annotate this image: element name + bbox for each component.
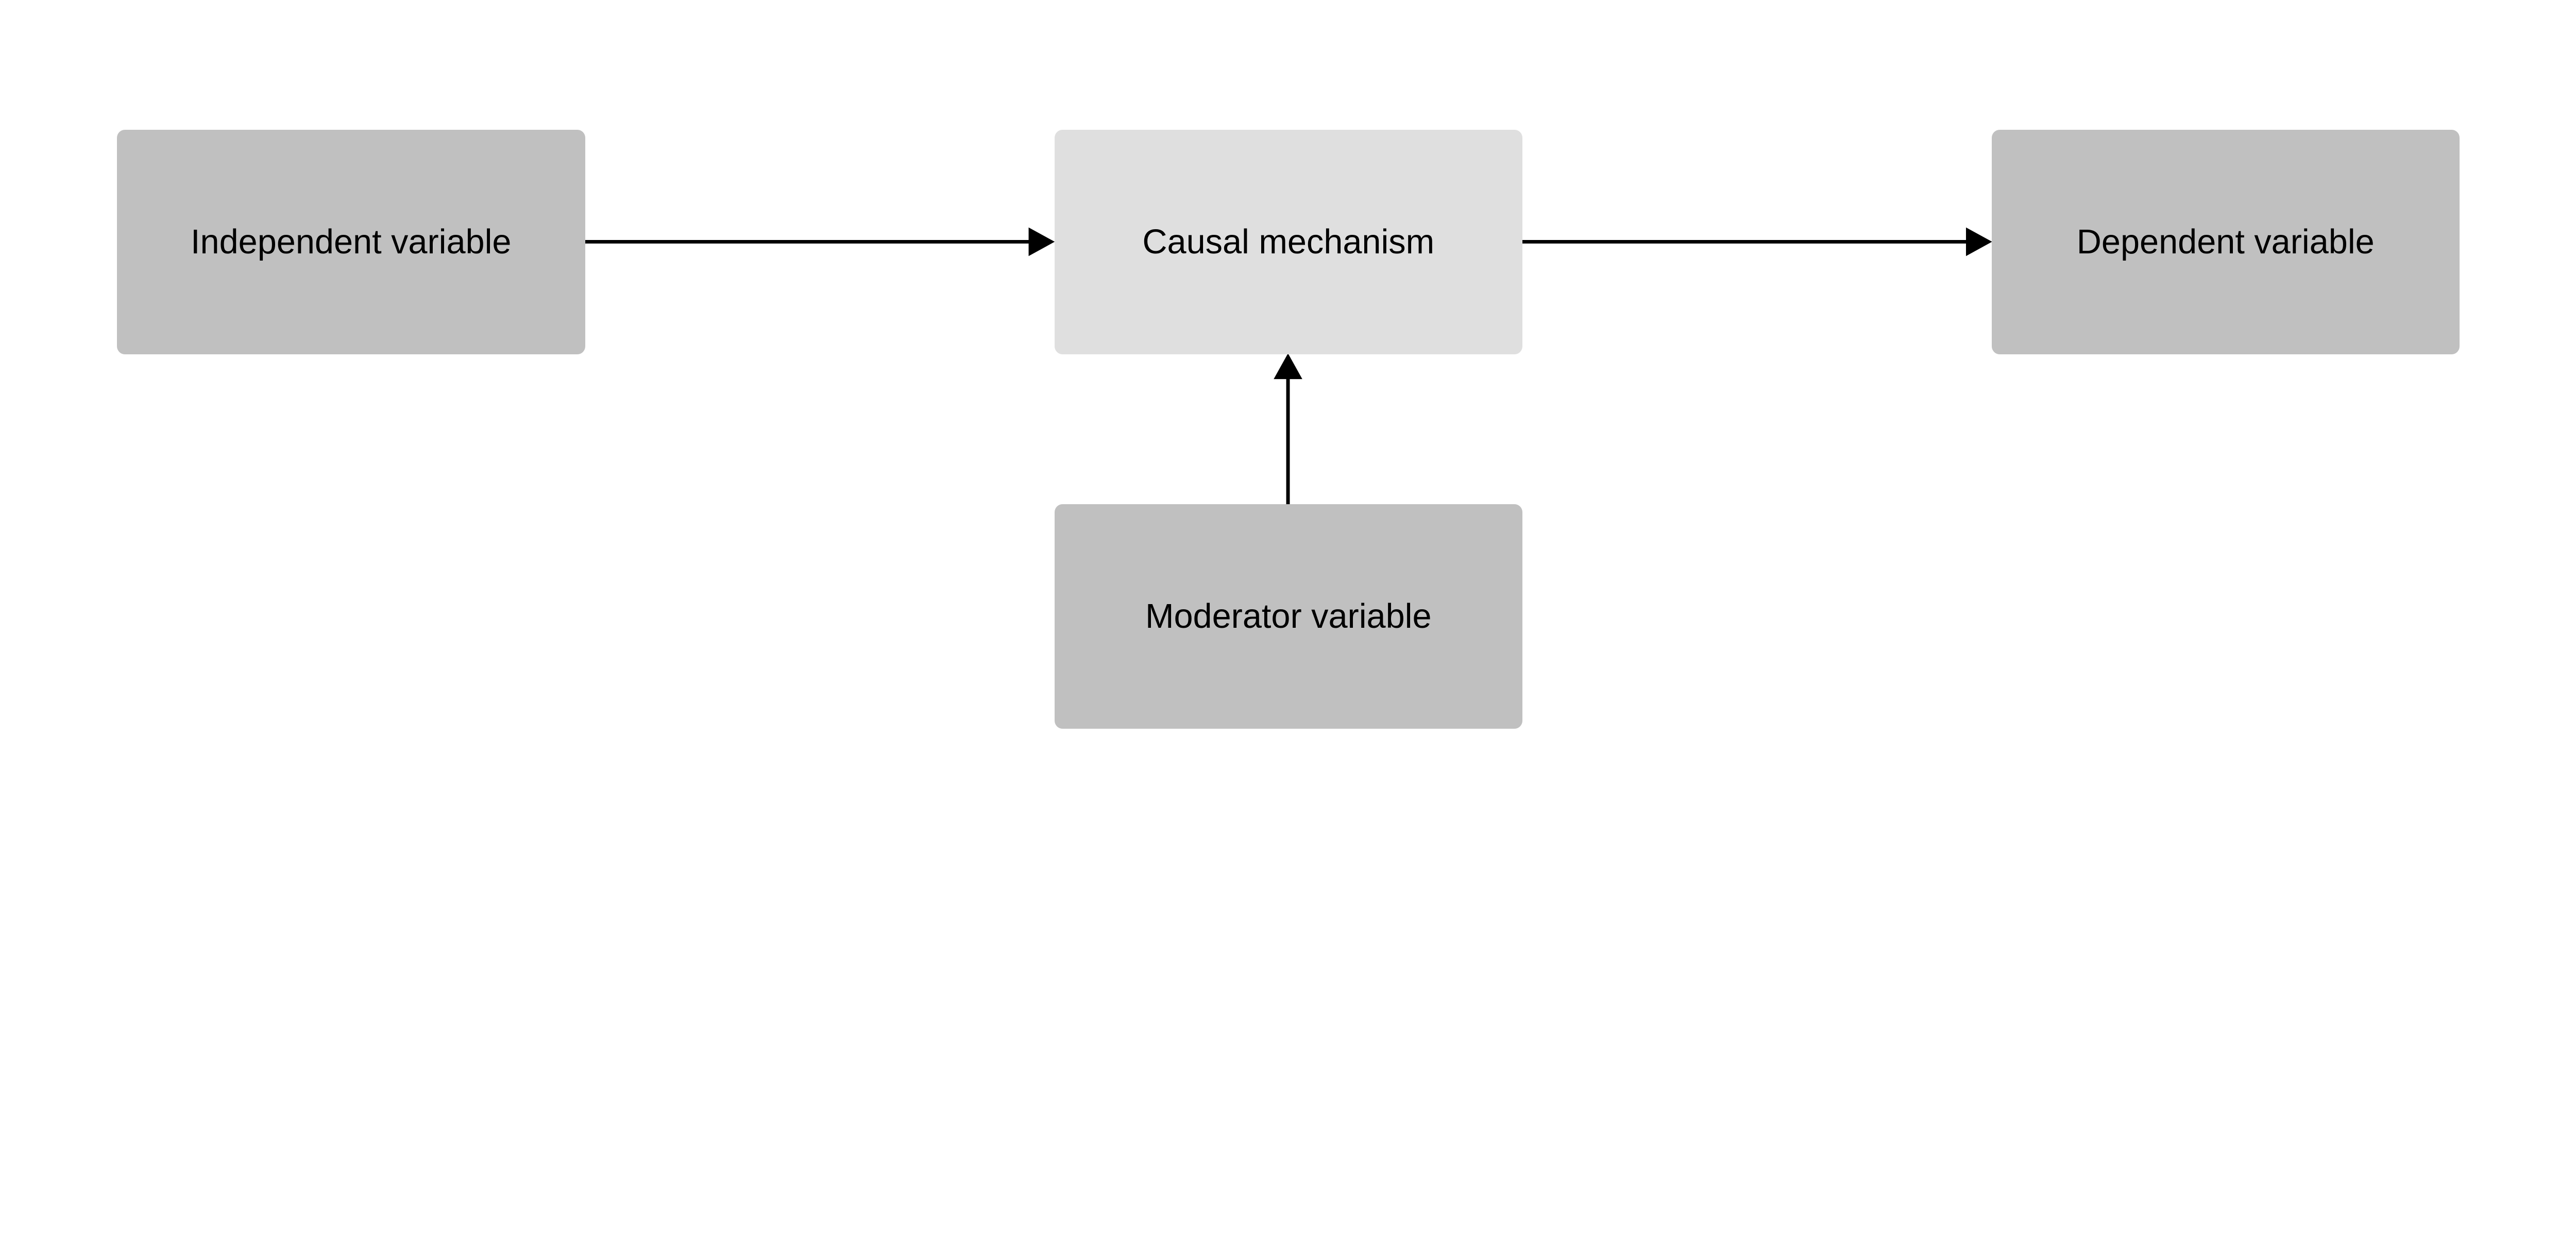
node-moderator-variable: Moderator variable: [1054, 504, 1522, 729]
node-label: Causal mechanism: [1142, 222, 1435, 261]
edges-layer: [585, 227, 1992, 505]
node-label: Moderator variable: [1145, 597, 1432, 636]
arrowhead-icon: [1028, 227, 1055, 256]
node-label: Independent variable: [191, 222, 512, 261]
edge-independent-to-mechanism: [585, 227, 1055, 256]
edge-moderator-to-mechanism: [1274, 353, 1302, 505]
node-independent-variable: Independent variable: [117, 129, 585, 354]
node-dependent-variable: Dependent variable: [1991, 129, 2460, 354]
arrowhead-icon: [1274, 353, 1302, 380]
node-label: Dependent variable: [2076, 222, 2375, 261]
node-causal-mechanism: Causal mechanism: [1054, 129, 1522, 354]
diagram-canvas: Independent variable Causal mechanism De…: [117, 129, 2460, 729]
arrowhead-icon: [1965, 227, 1992, 256]
edge-mechanism-to-dependent: [1522, 227, 1992, 256]
